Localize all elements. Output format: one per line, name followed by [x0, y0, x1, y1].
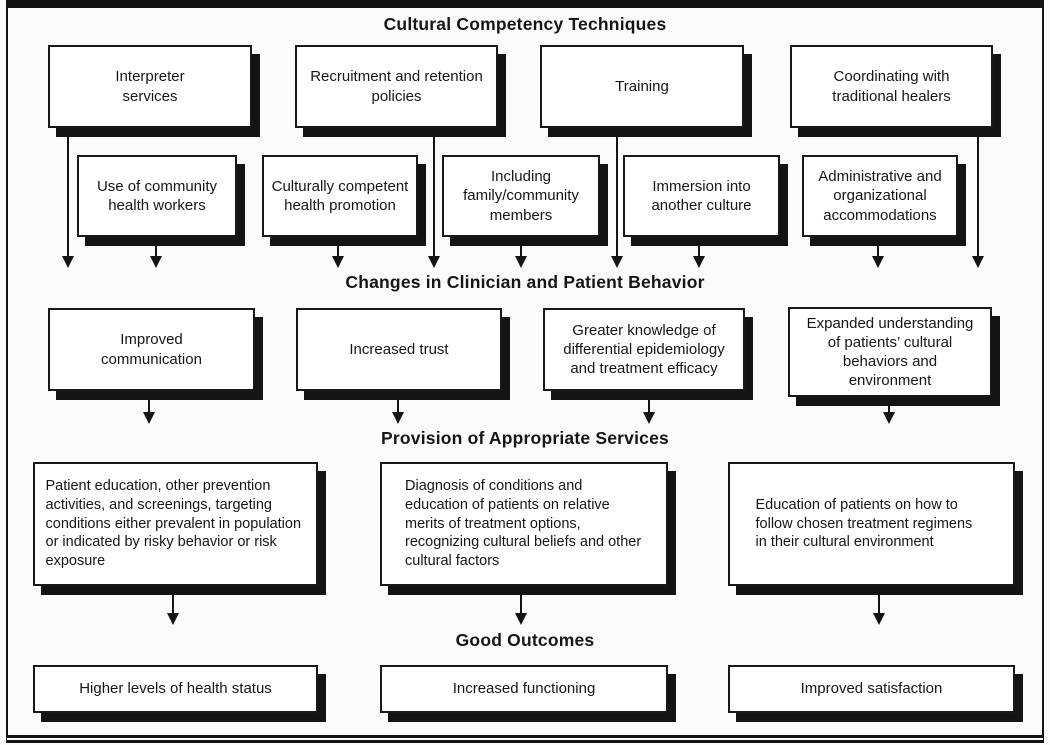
- box-family-community-members: Including family/community members: [442, 155, 600, 237]
- arrowhead-down-icon: [427, 256, 440, 268]
- box-label: Coordinating with traditional healers: [832, 68, 951, 105]
- box-immersion-culture: Immersion into another culture: [623, 155, 780, 237]
- box-label: Higher levels of health status: [79, 680, 272, 698]
- box-label: Greater knowledge of differential epidem…: [563, 321, 725, 378]
- flow-arrow-trust-to-services: [391, 400, 404, 424]
- arrowhead-down-icon: [514, 256, 527, 268]
- heading-provision-of-services: Provision of Appropriate Services: [381, 428, 669, 448]
- box-label: Interpreter services: [115, 68, 185, 105]
- box-label: Culturally competent health promotion: [271, 177, 409, 214]
- arrow-shaft: [519, 246, 522, 256]
- flow-arrow-community-workers-to-behavior: [149, 246, 162, 268]
- box-admin-accommodations: Administrative and organizational accomm…: [802, 155, 958, 237]
- box-label: Administrative and organizational accomm…: [818, 168, 942, 224]
- box-coordinating-healers: Coordinating with traditional healers: [790, 45, 993, 128]
- arrowhead-down-icon: [166, 613, 179, 625]
- box-label: Expanded understanding of patients’ cult…: [806, 314, 974, 390]
- box-label: Recruitment and retention policies: [310, 68, 483, 105]
- box-improved-communication: Improved communication: [48, 308, 255, 391]
- heading-good-outcomes: Good Outcomes: [455, 630, 595, 650]
- arrow-shaft: [877, 595, 880, 613]
- arrow-shaft: [697, 246, 700, 256]
- arrowhead-down-icon: [642, 412, 655, 424]
- arrowhead-down-icon: [142, 412, 155, 424]
- arrowhead-down-icon: [391, 412, 404, 424]
- box-interpreter-services: Interpreter services: [48, 45, 252, 128]
- flow-arrow-promotion-to-behavior: [331, 246, 344, 268]
- arrow-shaft: [171, 595, 174, 613]
- box-label: Improved satisfaction: [800, 680, 943, 698]
- box-label: Increased functioning: [452, 680, 596, 698]
- arrow-shaft: [519, 595, 522, 613]
- arrow-shaft: [432, 132, 435, 256]
- box-label: Immersion into another culture: [651, 177, 752, 214]
- box-increased-trust: Increased trust: [296, 308, 502, 391]
- arrowhead-down-icon: [514, 613, 527, 625]
- box-patient-education-screenings: Patient education, other prevention acti…: [33, 462, 318, 586]
- arrowhead-down-icon: [692, 256, 705, 268]
- arrowhead-down-icon: [871, 256, 884, 268]
- box-higher-health-status: Higher levels of health status: [33, 665, 318, 713]
- box-diagnosis-education: Diagnosis of conditions and education of…: [380, 462, 668, 586]
- arrow-shaft: [876, 246, 879, 256]
- arrow-shaft: [336, 246, 339, 256]
- arrowhead-down-icon: [610, 256, 623, 268]
- flow-arrow-patient-education-to-outcomes: [166, 595, 179, 625]
- flow-arrow-communication-to-services: [142, 400, 155, 424]
- arrowhead-down-icon: [971, 256, 984, 268]
- flow-arrow-training-to-behavior: [610, 132, 623, 268]
- box-label: Improved communication: [101, 331, 202, 368]
- arrowhead-down-icon: [331, 256, 344, 268]
- flow-arrow-diagnosis-to-outcomes: [514, 595, 527, 625]
- arrowhead-down-icon: [882, 412, 895, 424]
- flow-arrow-regimens-to-outcomes: [872, 595, 885, 625]
- box-recruitment-retention: Recruitment and retention policies: [295, 45, 498, 128]
- box-training: Training: [540, 45, 744, 128]
- box-improved-satisfaction: Improved satisfaction: [728, 665, 1015, 713]
- arrowhead-down-icon: [149, 256, 162, 268]
- arrow-shaft: [396, 400, 399, 412]
- box-label: Diagnosis of conditions and education of…: [405, 477, 642, 570]
- arrow-shaft: [66, 132, 69, 256]
- box-community-health-workers: Use of community health workers: [77, 155, 237, 237]
- flow-arrow-understanding-to-services: [882, 404, 895, 424]
- box-label: Increased trust: [349, 340, 449, 358]
- flow-arrow-family-members-to-behavior: [514, 246, 527, 268]
- flow-arrow-knowledge-to-services: [642, 400, 655, 424]
- heading-changes-in-behavior: Changes in Clinician and Patient Behavio…: [345, 272, 705, 292]
- arrowhead-down-icon: [872, 613, 885, 625]
- box-increased-functioning: Increased functioning: [380, 665, 668, 713]
- arrowhead-down-icon: [61, 256, 74, 268]
- flow-arrow-recruitment-to-behavior: [427, 132, 440, 268]
- box-label: Use of community health workers: [96, 177, 218, 214]
- arrow-shaft: [147, 400, 150, 412]
- arrow-shaft: [976, 132, 979, 256]
- box-education-treatment-regimens: Education of patients on how to follow c…: [728, 462, 1015, 586]
- flow-arrow-coordinating-to-behavior: [971, 132, 984, 268]
- arrow-shaft: [887, 404, 890, 412]
- box-label: Including family/community members: [463, 168, 579, 224]
- box-greater-knowledge: Greater knowledge of differential epidem…: [543, 308, 745, 391]
- arrow-shaft: [154, 246, 157, 256]
- flow-arrow-interpreter-to-behavior: [61, 132, 74, 268]
- title-cultural-competency-techniques: Cultural Competency Techniques: [383, 14, 667, 34]
- box-label: Patient education, other prevention acti…: [45, 477, 302, 570]
- box-label: Training: [615, 77, 669, 95]
- box-culturally-competent-promotion: Culturally competent health promotion: [262, 155, 418, 237]
- arrow-shaft: [647, 400, 650, 412]
- flow-arrow-accommodations-to-behavior: [871, 246, 884, 268]
- flow-arrow-immersion-to-behavior: [692, 246, 705, 268]
- arrow-shaft: [615, 132, 618, 256]
- box-expanded-understanding: Expanded understanding of patients’ cult…: [788, 307, 992, 397]
- box-label: Education of patients on how to follow c…: [755, 496, 973, 551]
